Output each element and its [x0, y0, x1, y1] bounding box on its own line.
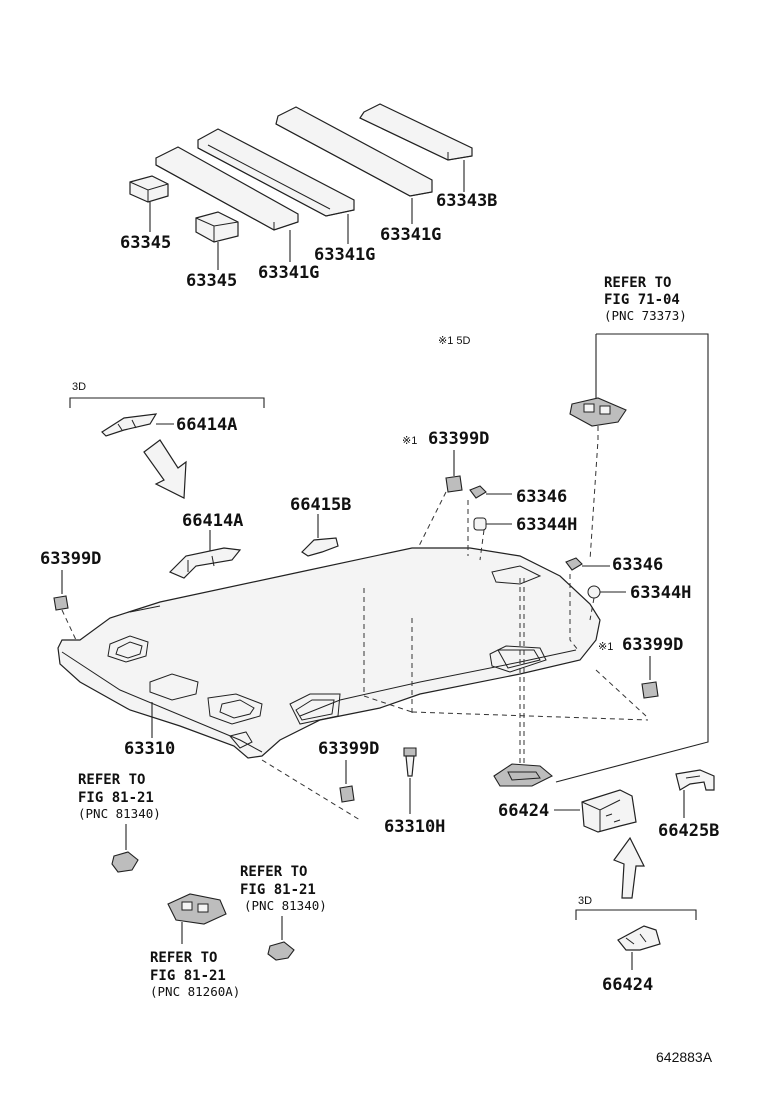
map-lamp-assembly[interactable]	[569, 397, 627, 427]
svg-text:FIG 81-21: FIG 81-21	[240, 882, 316, 898]
clip-63346-a[interactable]	[469, 485, 487, 499]
headliner-clip-63399D-left[interactable]	[53, 595, 69, 611]
part-number-63399D-top: 63399D	[428, 429, 489, 449]
clip-63310H[interactable]	[403, 747, 417, 777]
svg-text:REFER TO: REFER TO	[150, 950, 217, 966]
bracket-3d-left-label: 3D	[72, 381, 86, 393]
mark-1-top: ※1	[402, 435, 417, 447]
part-number-63341G-b: 63341G	[314, 245, 375, 265]
headliner-clip-63399D-bottom[interactable]	[339, 785, 355, 803]
console-bracket-66425B[interactable]	[675, 769, 715, 791]
refer-to-fig-81-21-bottom: REFER TO FIG 81-21 (PNC 81260A)	[150, 950, 240, 999]
svg-text:REFER TO: REFER TO	[240, 864, 307, 880]
courtesy-lamp-center[interactable]	[267, 941, 295, 961]
refer-to-fig-81-21-left: REFER TO FIG 81-21 (PNC 81340)	[78, 772, 161, 821]
part-number-63399D-right: 63399D	[622, 635, 683, 655]
clip-63346-b[interactable]	[565, 557, 583, 571]
svg-text:FIG 81-21: FIG 81-21	[150, 968, 226, 984]
roof-silencer-pad-63341G-b[interactable]	[197, 128, 355, 217]
roof-silencer-pad-63341G-c[interactable]	[275, 106, 433, 197]
part-number-63343B: 63343B	[436, 191, 497, 211]
part-number-63341G-c: 63341G	[380, 225, 441, 245]
part-number-63399D-bottom: 63399D	[318, 739, 379, 759]
assist-grip-cover-66414A-top[interactable]	[101, 413, 158, 437]
bracket-3d-right-label: 3D	[578, 895, 592, 907]
svg-text:(PNC 81340): (PNC 81340)	[244, 898, 327, 913]
refer-to-fig-81-21-center: REFER TO FIG 81-21 (PNC 81340)	[240, 864, 327, 913]
part-number-63399D-left: 63399D	[40, 549, 101, 569]
part-number-63346-a: 63346	[516, 487, 567, 507]
headliner-clip-63399D-right[interactable]	[641, 681, 659, 699]
roof-headlining-63310[interactable]	[57, 547, 601, 759]
direction-arrow-left	[143, 439, 187, 499]
cap-63344H-b[interactable]	[587, 585, 601, 599]
refer-to-fig-71-04: REFER TO FIG 71-04 (PNC 73373)	[604, 275, 687, 323]
small-pad-63345-b[interactable]	[195, 211, 239, 243]
svg-text:REFER TO: REFER TO	[78, 772, 145, 788]
part-number-63344H-a: 63344H	[516, 515, 577, 535]
part-number-63310: 63310	[124, 739, 175, 759]
svg-text:REFER TO: REFER TO	[604, 275, 671, 291]
lamp-housing-lower[interactable]	[493, 763, 553, 787]
svg-text:(PNC 73373): (PNC 73373)	[604, 308, 687, 323]
part-number-66425B: 66425B	[658, 821, 719, 841]
part-number-66415B: 66415B	[290, 495, 351, 515]
part-number-63345-a: 63345	[120, 233, 171, 253]
svg-text:(PNC 81260A): (PNC 81260A)	[150, 984, 240, 999]
part-number-63346-b: 63346	[612, 555, 663, 575]
svg-text:FIG 71-04: FIG 71-04	[604, 292, 680, 308]
part-number-66414A-mid: 66414A	[182, 511, 243, 531]
svg-text:FIG 81-21: FIG 81-21	[78, 790, 154, 806]
roof-silencer-pad-63343B[interactable]	[359, 103, 473, 161]
roof-silencer-pad-63341G-a[interactable]	[155, 146, 299, 231]
part-number-66424-b: 66424	[602, 975, 653, 995]
note-5d: ※1 5D	[438, 335, 471, 347]
small-pad-63345-a[interactable]	[129, 175, 169, 203]
assist-grip-bracket-66415B[interactable]	[301, 537, 339, 557]
part-number-63344H-b: 63344H	[630, 583, 691, 603]
dome-lamp-assembly[interactable]	[167, 893, 227, 925]
mark-1-right: ※1	[598, 641, 613, 653]
part-number-66424-a: 66424	[498, 801, 549, 821]
roof-console-box-66424-3d[interactable]	[617, 925, 661, 951]
direction-arrow-right	[613, 836, 645, 899]
courtesy-lamp-left[interactable]	[111, 851, 139, 873]
part-number-63345-b: 63345	[186, 271, 237, 291]
svg-text:(PNC 81340): (PNC 81340)	[78, 806, 161, 821]
assist-grip-bracket-66414A[interactable]	[168, 547, 242, 579]
svg-text:※1: ※1	[402, 435, 417, 447]
part-number-63341G-a: 63341G	[258, 263, 319, 283]
part-number-66414A-top: 66414A	[176, 415, 237, 435]
diagram-code: 642883A	[656, 1049, 713, 1065]
headliner-clip-63399D-top[interactable]	[445, 475, 463, 493]
cap-63344H-a[interactable]	[473, 517, 487, 531]
part-number-63310H: 63310H	[384, 817, 445, 837]
roof-console-box-66424[interactable]	[581, 789, 637, 833]
